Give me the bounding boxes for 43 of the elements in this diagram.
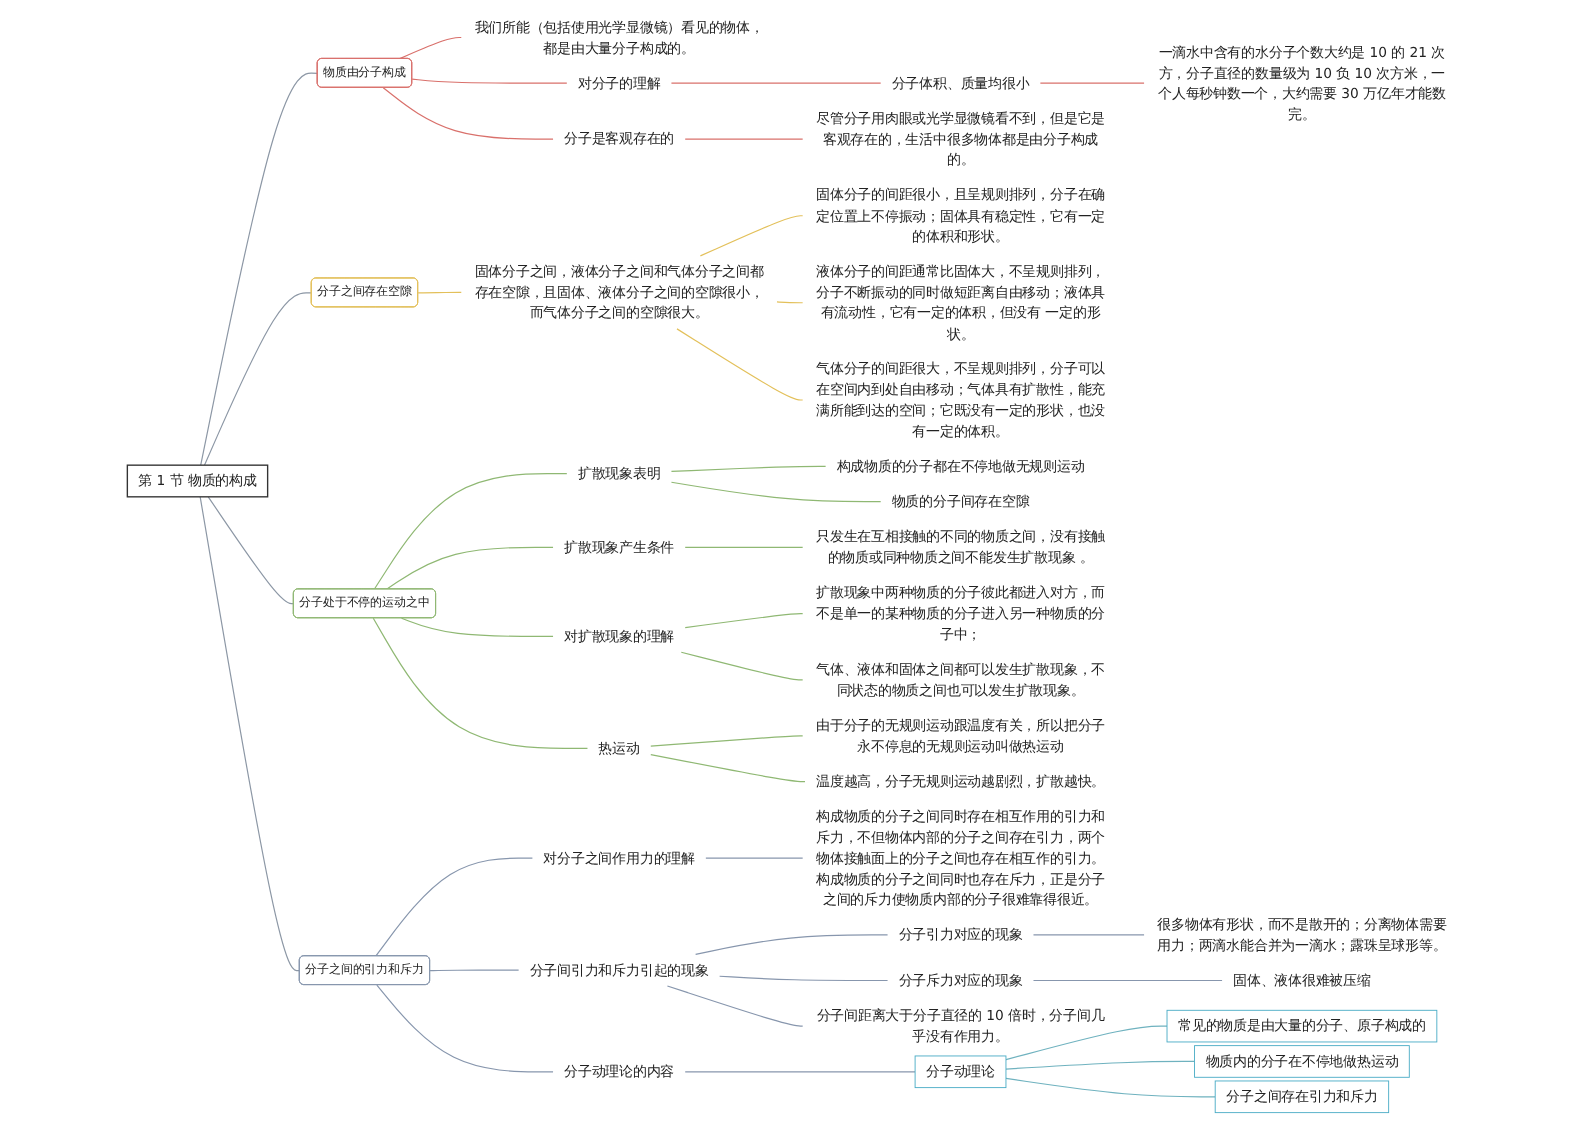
node-box <box>1215 1080 1390 1114</box>
connector <box>681 651 804 681</box>
connector <box>685 546 804 548</box>
connector <box>671 465 827 472</box>
connector <box>208 496 295 605</box>
connector <box>399 36 463 60</box>
node-box <box>1167 1009 1438 1043</box>
connector <box>429 969 520 972</box>
connector <box>685 1071 917 1073</box>
connector <box>676 328 804 401</box>
connector <box>376 984 555 1073</box>
connector <box>412 78 568 84</box>
node-box <box>1194 1045 1411 1078</box>
node-box <box>915 1055 1007 1089</box>
connector <box>1033 979 1224 982</box>
connector <box>650 735 804 747</box>
connector <box>375 857 534 957</box>
connector <box>705 857 804 859</box>
connector <box>204 292 313 466</box>
node-box <box>127 464 269 498</box>
connector <box>667 985 804 1027</box>
connector <box>776 301 804 304</box>
connector <box>383 87 555 140</box>
connector <box>671 481 882 503</box>
connector <box>685 138 804 140</box>
connector <box>685 613 804 629</box>
connector <box>671 82 882 84</box>
connector <box>401 617 555 638</box>
connector <box>1005 1025 1169 1061</box>
connector <box>695 934 889 955</box>
connector <box>719 975 889 982</box>
connector <box>200 496 301 972</box>
connector <box>1005 1060 1196 1070</box>
connector <box>386 546 555 590</box>
connector <box>700 215 804 257</box>
connector <box>650 753 806 783</box>
connector <box>373 617 589 749</box>
connector <box>200 72 319 466</box>
connector <box>1005 1077 1217 1098</box>
connector <box>1040 82 1146 84</box>
connector <box>1033 934 1146 936</box>
connector <box>374 473 568 590</box>
connector <box>418 291 463 294</box>
